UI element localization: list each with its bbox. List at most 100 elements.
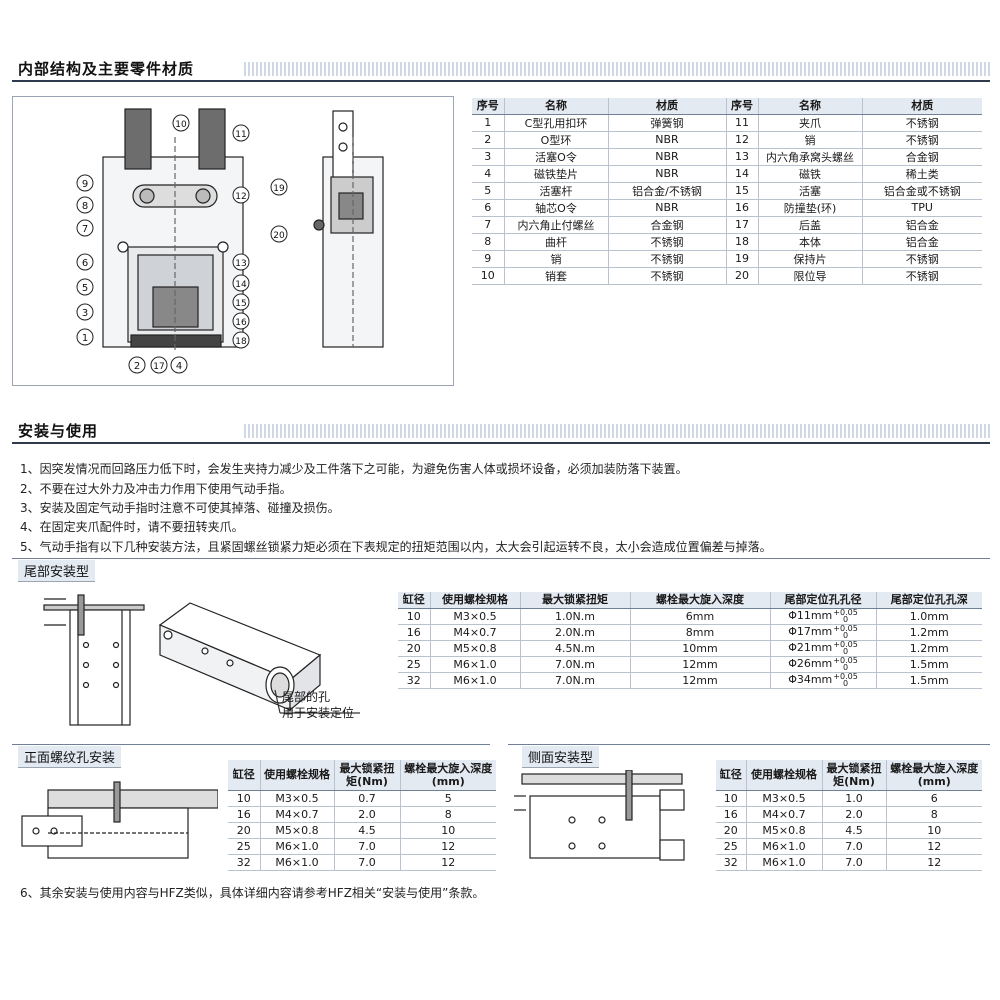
section-underline-2 (12, 442, 990, 444)
parts-table-cell: 销 (503, 250, 608, 268)
parts-table-cell: 8 (472, 233, 504, 251)
tail-mount-table-cell: 1.2mm (875, 640, 982, 657)
front-mount-tag: 正面螺纹孔安装 (18, 746, 122, 768)
callout-11: 11 (235, 130, 246, 140)
note-4: 4、在固定夹爪配件时，请不要扭转夹爪。 (20, 520, 244, 534)
side-mount-tag: 侧面安装型 (522, 746, 600, 768)
parts-table-cell: 3 (472, 148, 504, 166)
tail-mount-bar (12, 558, 990, 559)
tail-hole-label-1: 尾部的孔 (282, 690, 331, 704)
side-mount-table-cell: M5×0.8 (745, 822, 822, 839)
parts-table-cell: C型孔用扣环 (503, 114, 608, 132)
parts-table-cell: 磁铁垫片 (503, 165, 608, 183)
front-mount-table-cell: 16 (228, 806, 260, 823)
side-mount-table-header-cell: 最大锁紧扭矩(Nm) (821, 760, 886, 791)
parts-table-cell: 铝合金 (861, 216, 982, 234)
parts-table-cell: 4 (472, 165, 504, 183)
tail-mount-table-cell: 6mm (629, 608, 770, 625)
front-mount-table-cell: 7.0 (333, 838, 400, 855)
note-3: 3、安装及固定气动手指时注意不可使其掉落、碰撞及损伤。 (20, 501, 340, 515)
callout-19: 19 (273, 184, 285, 194)
front-mount-table-cell: 5 (399, 790, 496, 807)
front-mount-drawing (21, 781, 218, 859)
front-mount-table-cell: 2.0 (333, 806, 400, 823)
tail-mount-table-cell: 1.5mm (875, 656, 982, 673)
structure-drawing-box: 9 8 7 6 5 3 1 12 13 14 15 16 18 10 11 2 … (12, 96, 454, 386)
callout-8: 8 (82, 201, 88, 212)
parts-table-cell: 内六角止付螺丝 (503, 216, 608, 234)
section-title-install: 安装与使用 (18, 420, 107, 441)
tail-hole-label-2: 用于安装定位 (282, 706, 355, 720)
parts-table-header-cell: 序号 (725, 98, 758, 115)
front-mount-table-cell: 25 (228, 838, 260, 855)
callout-16: 16 (235, 318, 247, 328)
parts-table-cell: O型环 (503, 131, 608, 149)
parts-table-cell: 轴芯O令 (503, 199, 608, 217)
front-mount-bar (12, 744, 490, 745)
callout-4: 4 (176, 361, 182, 372)
tail-mount-table-cell: 7.0N.m (519, 672, 630, 689)
side-mount-table-cell: 10 (885, 822, 982, 839)
callout-1: 1 (82, 333, 88, 344)
tail-mount-table-cell: 1.0mm (875, 608, 982, 625)
front-mount-table-header-cell: 使用螺栓规格 (259, 760, 334, 791)
parts-table-cell: 铝合金 (861, 233, 982, 251)
front-mount-table-cell: M6×1.0 (259, 838, 334, 855)
callout-14: 14 (235, 280, 247, 290)
parts-table-cell: 内六角承窝头螺丝 (757, 148, 862, 166)
tail-mount-table-cell: 1.5mm (875, 672, 982, 689)
side-mount-table-header-cell: 螺栓最大旋入深度(mm) (885, 760, 982, 791)
tail-mount-table-cell: 25 (398, 656, 430, 673)
parts-table-cell: 保持片 (757, 250, 862, 268)
tail-mount-table-cell: 4.5N.m (519, 640, 630, 657)
parts-table-cell: 活塞 (757, 182, 862, 200)
parts-table-cell: 销套 (503, 267, 608, 285)
side-mount-table-cell: 2.0 (821, 806, 886, 823)
front-mount-table-cell: 10 (399, 822, 496, 839)
parts-table-cell: 9 (472, 250, 504, 268)
parts-table-cell: 后盖 (757, 216, 862, 234)
parts-table-cell: 11 (725, 114, 758, 132)
callout-18: 18 (235, 337, 247, 347)
front-mount-table-header-cell: 最大锁紧扭矩(Nm) (333, 760, 400, 791)
tail-mount-drawing (43, 594, 360, 726)
side-mount-table-cell: 1.0 (821, 790, 886, 807)
structure-drawing: 9 8 7 6 5 3 1 12 13 14 15 16 18 10 11 2 … (76, 108, 384, 374)
tail-mount-table-header-cell: 使用螺栓规格 (429, 592, 520, 609)
note-5: 5、气动手指有以下几种安装方法，且紧固螺丝锁紧力矩必须在下表规定的扭矩范围以内，… (20, 540, 772, 554)
side-mount-table-cell: 10 (716, 790, 746, 807)
front-mount-table-header-cell: 螺栓最大旋入深度(mm) (399, 760, 496, 791)
parts-table-cell: 限位导 (757, 267, 862, 285)
tail-mount-table-header-cell: 螺栓最大旋入深度 (629, 592, 770, 609)
parts-table-cell: TPU (861, 199, 982, 217)
parts-table-cell: 7 (472, 216, 504, 234)
side-mount-table-cell: 25 (716, 838, 746, 855)
callout-13: 13 (235, 259, 246, 269)
parts-table-header-cell: 名称 (503, 98, 608, 115)
parts-table-cell: 6 (472, 199, 504, 217)
tail-mount-table-cell: M5×0.8 (429, 640, 520, 657)
side-mount-table-cell: M3×0.5 (745, 790, 822, 807)
parts-table-cell: 20 (725, 267, 758, 285)
parts-table-cell: 合金钢 (861, 148, 982, 166)
tail-mount-table-cell: 16 (398, 624, 430, 641)
parts-table-cell: 铝合金/不锈钢 (607, 182, 726, 200)
